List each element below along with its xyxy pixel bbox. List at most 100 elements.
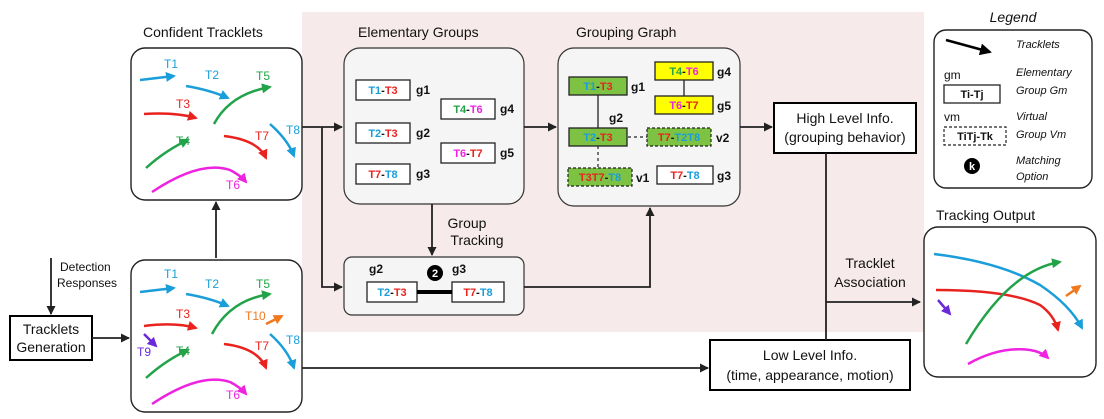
legend-tracklet-arrow <box>945 38 992 56</box>
graph-node-g2: T2-T3 <box>568 127 628 147</box>
group-tracking-line2: Tracking <box>450 232 503 248</box>
group-label-g4: g4 <box>500 102 514 116</box>
svg-text:T7-T8: T7-T8 <box>463 287 492 299</box>
gt-pair-t2-t3: T2-T3 <box>366 281 418 303</box>
label-t2-confident: T2 <box>205 68 219 82</box>
legend-title: Legend <box>990 9 1038 25</box>
legend-titj: Ti-Tj <box>960 89 983 101</box>
legend-box <box>933 29 1093 189</box>
elementary-pair-t6-t7: T6-T7 <box>440 142 496 164</box>
legend-elementary-line1: Elementary <box>1016 67 1073 79</box>
svg-text:T2-T3: T2-T3 <box>583 132 612 144</box>
raw-t5-arrow <box>210 290 272 335</box>
svg-text:T7-T8: T7-T8 <box>670 170 699 182</box>
tracking-output-box <box>923 226 1097 378</box>
label-t1-confident: T1 <box>164 57 178 71</box>
elementary-pair-t4-t6: T4-T6 <box>440 98 496 120</box>
svg-text:T4-T6: T4-T6 <box>453 104 482 116</box>
tracklet-t3-arrow <box>143 110 198 121</box>
legend-virtual-line1: Virtual <box>1016 111 1048 123</box>
tracklet-t5-arrow <box>212 83 272 125</box>
label-t10-raw: T10 <box>245 309 266 323</box>
graph-label-g5: g5 <box>717 99 731 113</box>
svg-text:T2-T3: T2-T3 <box>377 287 406 299</box>
output-blue-track <box>933 252 1084 330</box>
label-t8-raw: T8 <box>286 333 300 347</box>
responses-label: Responses <box>57 276 117 290</box>
tracklets-generation-line1: Tracklets <box>23 321 79 337</box>
graph-node-g5: T6-T7 <box>654 95 714 115</box>
label-t7-raw: T7 <box>255 339 269 353</box>
svg-text:T7-T2T8: T7-T2T8 <box>658 132 700 144</box>
raw-t8-arrow <box>269 333 297 370</box>
gt-pair-t7-t8: T7-T8 <box>451 281 505 303</box>
legend-elementary-line2: Group Gm <box>1016 85 1067 97</box>
tracklets-generation-line2: Generation <box>16 339 85 355</box>
legend-matching-line2: Option <box>1016 171 1048 183</box>
graph-label-v2: v2 <box>716 131 730 145</box>
matching-option-icon <box>427 265 443 281</box>
svg-text:T1-T3: T1-T3 <box>583 81 612 93</box>
title-tracking-output: Tracking Output <box>936 207 1035 223</box>
label-t2-raw: T2 <box>205 277 219 291</box>
graph-label-v1: v1 <box>636 171 650 185</box>
low-level-info-box <box>709 339 911 391</box>
high-level-info-box <box>773 102 917 154</box>
gt-label-g2: g2 <box>369 262 383 276</box>
group-label-g1: g1 <box>416 83 430 97</box>
graph-node-g1: T1-T3 <box>568 76 628 96</box>
label-t4-confident: T4 <box>176 134 190 148</box>
label-t8-confident: T8 <box>286 123 300 137</box>
label-t3-raw: T3 <box>176 307 190 321</box>
label-t1-raw: T1 <box>164 267 178 281</box>
svg-text:T1-T3: T1-T3 <box>368 85 397 97</box>
raw-t6-arrow <box>151 378 248 406</box>
low-level-line1: Low Level Info. <box>763 347 857 363</box>
confident-tracklet-arrows <box>139 71 296 194</box>
svg-text:T6-T7: T6-T7 <box>669 100 698 112</box>
output-green-track <box>964 258 1062 345</box>
title-confident-tracklets: Confident Tracklets <box>143 24 263 40</box>
group-label-g2: g2 <box>416 126 430 140</box>
tracklet-t4-arrow <box>145 138 190 169</box>
label-t4-raw: T4 <box>176 344 190 358</box>
group-label-g3: g3 <box>416 167 430 181</box>
legend-titjtk: TiTj-Tk <box>957 131 994 143</box>
label-t6-confident: T6 <box>226 178 240 192</box>
svg-text:T2-T3: T2-T3 <box>368 128 397 140</box>
raw-t10-arrow <box>265 314 284 326</box>
legend-virtual-box <box>943 126 1007 146</box>
legend-tracklets-text: Tracklets <box>1016 39 1060 51</box>
high-level-line2: (grouping behavior) <box>784 129 905 145</box>
raw-t2-arrow <box>185 292 230 308</box>
detection-label: Detection <box>60 260 111 274</box>
tracklet-association-line2: Association <box>834 274 906 290</box>
legend-k: k <box>969 161 976 173</box>
tracklet-t2-arrow <box>185 84 230 100</box>
matching-option-number: 2 <box>432 268 438 280</box>
raw-t7-arrow <box>223 342 268 370</box>
raw-tracklet-arrows <box>139 283 297 406</box>
output-purple-track <box>937 299 952 316</box>
graph-label-g3: g3 <box>717 169 731 183</box>
graph-label-g4: g4 <box>717 65 731 79</box>
elementary-pair-t1-t3: T1-T3 <box>355 79 411 101</box>
output-magenta-track <box>967 348 1050 366</box>
graph-node-g4: T4-T6 <box>654 61 714 81</box>
graph-label-g1: g1 <box>631 80 645 94</box>
raw-t3-arrow <box>143 320 198 331</box>
svg-text:T6-T7: T6-T7 <box>453 148 482 160</box>
branch-to-group-tracking-arrow <box>321 127 343 292</box>
label-t5-raw: T5 <box>256 277 270 291</box>
raw-t9-arrow <box>143 333 158 348</box>
legend-virtual-line2: Group Vm <box>1016 129 1066 141</box>
high-level-line1: High Level Info. <box>796 110 893 126</box>
raw-t1-arrow <box>139 283 176 294</box>
graph-node-v1: T3T7-T8 <box>567 167 633 187</box>
svg-text:T7-T8: T7-T8 <box>368 169 397 181</box>
label-t5-confident: T5 <box>256 69 270 83</box>
elementary-pair-t7-t8: T7-T8 <box>355 163 411 185</box>
tracklet-t7-arrow <box>223 134 268 160</box>
legend-matching-icon <box>964 158 980 174</box>
